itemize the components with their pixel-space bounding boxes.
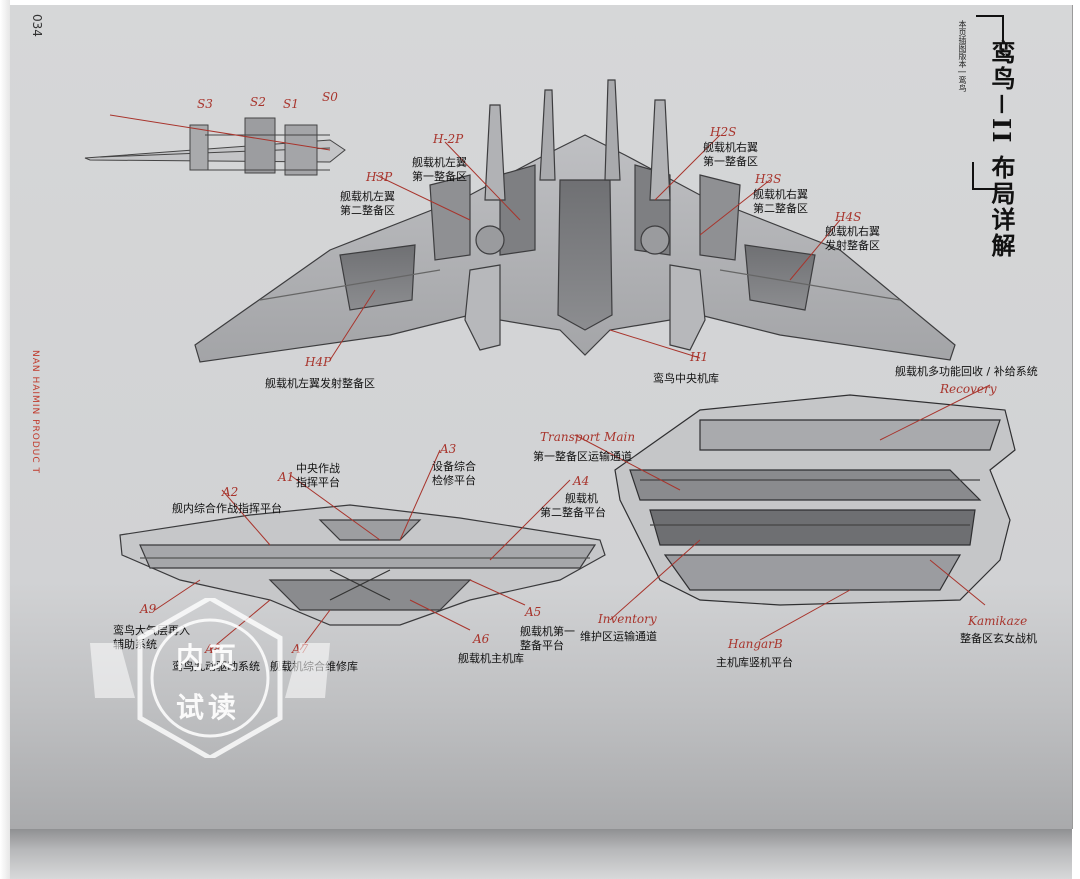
label-a9-line2: 辅助系统 (113, 638, 157, 651)
label-hangar: 主机库竖机平台 (716, 656, 793, 669)
label-a6: 舰载机主机库 (458, 652, 524, 665)
label-a5-line1: 舰载机第一 (520, 625, 575, 638)
label-h2s-line1: 舰载机右翼 (703, 141, 758, 154)
label-code-a2: A2 (222, 485, 239, 499)
label-a4-line2: 第二整备平台 (540, 506, 606, 519)
label-code-a9: A9 (140, 602, 157, 616)
label-s3: S3 (197, 97, 213, 111)
side-view-sketch (84, 117, 346, 176)
label-h1: 鸾鸟中央机库 (653, 372, 719, 385)
label-code-h3s: H3S (755, 172, 782, 186)
label-inventory: 维护区运输通道 (580, 630, 657, 643)
label-code-h2p: H-2P (433, 132, 464, 146)
label-h4p: 舰载机左翼发射整备区 (265, 377, 375, 390)
label-code-transport: Transport Main (540, 430, 636, 444)
label-h3s-line2: 第二整备区 (753, 202, 808, 215)
label-s1: S1 (283, 97, 299, 111)
book-spine (0, 0, 10, 879)
label-code-a6: A6 (473, 632, 490, 646)
watermark-line1: 内页 (176, 641, 241, 674)
watermark-badge-icon (90, 595, 330, 761)
annotation-leader-lines (109, 114, 991, 651)
label-code-recovery: Recovery (940, 382, 997, 396)
label-s2: S2 (250, 95, 266, 109)
label-code-a1: A1 (278, 470, 295, 484)
label-a1-line2: 指挥平台 (296, 476, 340, 489)
label-code-a4: A4 (573, 474, 590, 488)
right-cross-section-sketch (614, 394, 1016, 606)
label-transport: 第一整备区运输通道 (533, 450, 632, 463)
label-h3p-line1: 舰载机左翼 (340, 190, 395, 203)
label-h2s-line2: 第一整备区 (703, 155, 758, 168)
label-a1-line1: 中央作战 (296, 462, 340, 475)
title-bracket (972, 15, 1034, 190)
label-h4s-line2: 发射整备区 (825, 239, 880, 252)
watermark-line2: 试读 (176, 691, 241, 724)
left-cross-section-sketch (119, 504, 606, 626)
title-side-note: 本页插图版本 | 鸾鸟 (958, 20, 967, 92)
label-h4s-line1: 舰载机右翼 (825, 225, 880, 238)
top-view-sketch (194, 79, 956, 363)
label-a8: 鸾鸟九动驱动系统 (172, 660, 260, 673)
label-h2p-line2: 第一整备区 (412, 170, 467, 183)
label-code-h3p: H3P (366, 170, 393, 184)
label-a4-line1: 舰载机 (565, 492, 598, 505)
label-code-h4s: H4S (835, 210, 862, 224)
label-code-h1: H1 (690, 350, 709, 364)
label-code-h2s: H2S (710, 125, 737, 139)
label-a3-line1: 设备综合 (432, 460, 476, 473)
label-kamikaze: 整备区玄女战机 (960, 632, 1037, 645)
label-code-a8: A8 (205, 642, 222, 656)
label-code-inventory: Inventory (598, 612, 657, 626)
label-a5-line2: 整备平台 (520, 639, 564, 652)
label-h3p-line2: 第二整备区 (340, 204, 395, 217)
label-a3-line2: 检修平台 (432, 474, 476, 487)
label-code-h4p: H4P (305, 355, 332, 369)
label-code-a5: A5 (525, 605, 542, 619)
page-bottom-shadow (10, 829, 1072, 879)
side-credit: NAN HAIMIN PRODUC T (30, 350, 40, 474)
page-title: 鸾鸟－II 布局详解 (987, 40, 1016, 259)
label-code-hangar: HangarB (728, 637, 783, 651)
label-code-kamikaze: Kamikaze (968, 614, 1028, 628)
preview-watermark: 内页 试读 (90, 595, 330, 761)
label-recovery: 舰载机多功能回收 / 补给系统 (895, 365, 1038, 378)
label-code-a3: A3 (440, 442, 457, 456)
label-h2p-line1: 舰载机左翼 (412, 156, 467, 169)
label-s0: S0 (322, 90, 338, 104)
label-a2: 舰内综合作战指挥平台 (172, 502, 282, 515)
page-number: 034 (30, 14, 44, 37)
label-h3s-line1: 舰载机右翼 (753, 188, 808, 201)
